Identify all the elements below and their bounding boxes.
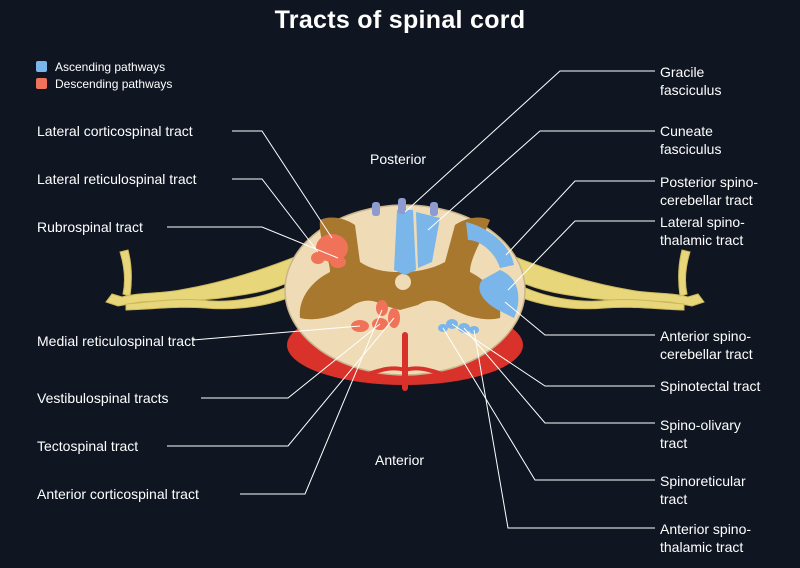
- page-title: Tracts of spinal cord: [274, 6, 526, 34]
- label-tectospinal-tract: Tectospinal tract: [37, 438, 139, 454]
- anterior-spinal-artery: [353, 332, 457, 391]
- label-spino-olivary-tract: Spino-olivary tract: [660, 417, 741, 451]
- lateral-spinothalamic-tract: [479, 270, 519, 318]
- label-anterior-spinothalamic-tract: Anterior spino-thalamic tract: [660, 521, 752, 555]
- label-anterior-corticospinal-tract: Anterior corticospinal tract: [37, 486, 199, 502]
- cuneate-fasciculus: [416, 212, 440, 268]
- gray-matter: [299, 217, 501, 320]
- central-canal: [395, 274, 411, 290]
- gracile-fasciculus: [394, 210, 416, 275]
- anterior-label: Anterior: [375, 452, 425, 468]
- ascending-pathways: [394, 210, 519, 334]
- label-medial-reticulospinal-tract: Medial reticulospinal tract: [37, 333, 195, 349]
- posterior-label: Posterior: [370, 151, 427, 167]
- label-anterior-spinocerebellar-tract: Anterior spino-cerebellar tract: [660, 328, 753, 362]
- label-spinotectal-tract: Spinotectal tract: [660, 378, 761, 394]
- ascending-swatch: [36, 61, 47, 72]
- posterior-spinocerebellar-tract: [466, 222, 514, 268]
- lateral-reticulospinal-tract: [311, 252, 325, 264]
- label-cuneate-fasciculus: Cuneate fasciculus: [660, 123, 722, 157]
- leader-lines: [167, 70, 655, 529]
- legend-label-ascending: Ascending pathways: [55, 59, 166, 74]
- label-gracile-fasciculus: Gracile fasciculus: [660, 64, 722, 98]
- anterior-corticospinal-tract: [376, 300, 388, 316]
- rubrospinal-tract: [330, 256, 346, 268]
- label-rubrospinal-tract: Rubrospinal tract: [37, 219, 143, 235]
- left-nerve-root: [105, 249, 306, 311]
- label-spinoreticular-tract: Spinoreticular tract: [660, 473, 746, 507]
- label-posterior-spinocerebellar-tract: Posterior spino-cerebellar tract: [660, 174, 759, 208]
- legend-label-descending: Descending pathways: [55, 76, 173, 91]
- descending-swatch: [36, 78, 47, 89]
- posterior-vessels: [372, 198, 438, 216]
- label-vestibulospinal-tracts: Vestibulospinal tracts: [37, 390, 169, 406]
- right-nerve-root: [504, 249, 705, 311]
- label-lateral-corticospinal-tract: Lateral corticospinal tract: [37, 123, 193, 139]
- label-lateral-spinothalamic-tract: Lateral spino-thalamic tract: [660, 214, 745, 248]
- legend: Ascending pathways Descending pathways: [36, 58, 172, 92]
- label-lateral-reticulospinal-tract: Lateral reticulospinal tract: [37, 171, 197, 187]
- legend-item-descending: Descending pathways: [36, 75, 172, 92]
- legend-item-ascending: Ascending pathways: [36, 58, 172, 75]
